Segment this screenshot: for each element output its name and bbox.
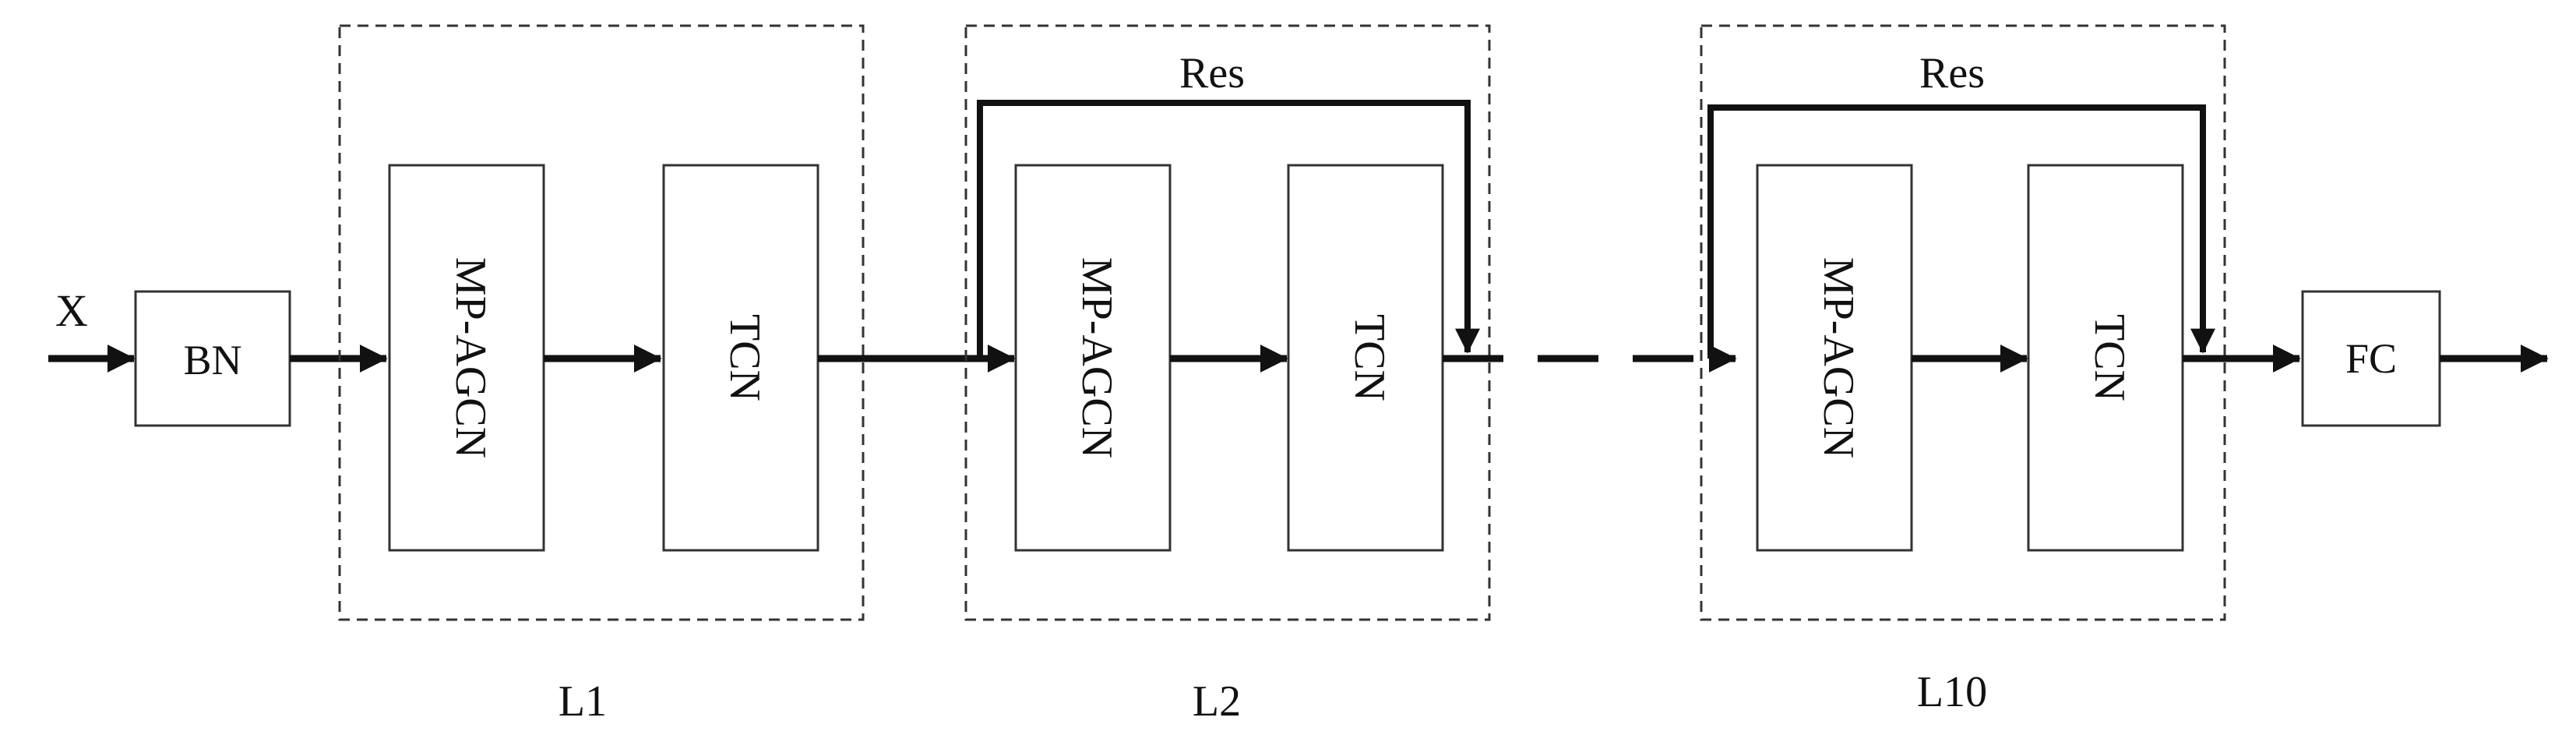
l10-tcn-label: TCN bbox=[2085, 314, 2134, 401]
l2-tcn-label: TCN bbox=[1345, 314, 1394, 401]
layer-l10-boundary bbox=[1700, 24, 2226, 621]
layer-l2-name: L2 bbox=[1193, 677, 1241, 726]
layer-l10-name: L10 bbox=[1917, 668, 1987, 716]
layer-l1: MP-AGCN TCN L1 bbox=[338, 24, 865, 726]
l2-tcn-block: TCN bbox=[1287, 164, 1444, 552]
layer-l2: Res MP-AGCN TCN L2 bbox=[964, 24, 1491, 726]
input-label: X bbox=[55, 285, 88, 336]
l10-tcn-block: TCN bbox=[2027, 164, 2184, 552]
fc-block: FC bbox=[2301, 290, 2441, 427]
layer-l1-name: L1 bbox=[559, 677, 607, 726]
l10-mp-agcn-label: MP-AGCN bbox=[1814, 257, 1862, 458]
layer-l1-boundary bbox=[338, 24, 865, 621]
layer-l2-boundary bbox=[964, 24, 1491, 621]
l1-tcn-block: TCN bbox=[662, 164, 819, 552]
bn-label: BN bbox=[183, 337, 241, 383]
l2-residual-label: Res bbox=[1179, 49, 1245, 97]
l10-mp-agcn-block: MP-AGCN bbox=[1756, 164, 1913, 552]
l10-residual-label: Res bbox=[1919, 49, 1985, 97]
l1-tcn-label: TCN bbox=[721, 314, 769, 401]
fc-label: FC bbox=[2345, 335, 2397, 382]
l10-residual-connection bbox=[1707, 104, 2215, 359]
layer-l10: Res MP-AGCN TCN L10 bbox=[1700, 24, 2226, 716]
l2-mp-agcn-block: MP-AGCN bbox=[1014, 164, 1172, 552]
l2-residual-connection bbox=[977, 100, 1480, 359]
bn-block: BN bbox=[134, 290, 291, 427]
l2-mp-agcn-label: MP-AGCN bbox=[1073, 257, 1121, 458]
l1-mp-agcn-block: MP-AGCN bbox=[388, 164, 545, 552]
l1-mp-agcn-label: MP-AGCN bbox=[446, 257, 495, 458]
